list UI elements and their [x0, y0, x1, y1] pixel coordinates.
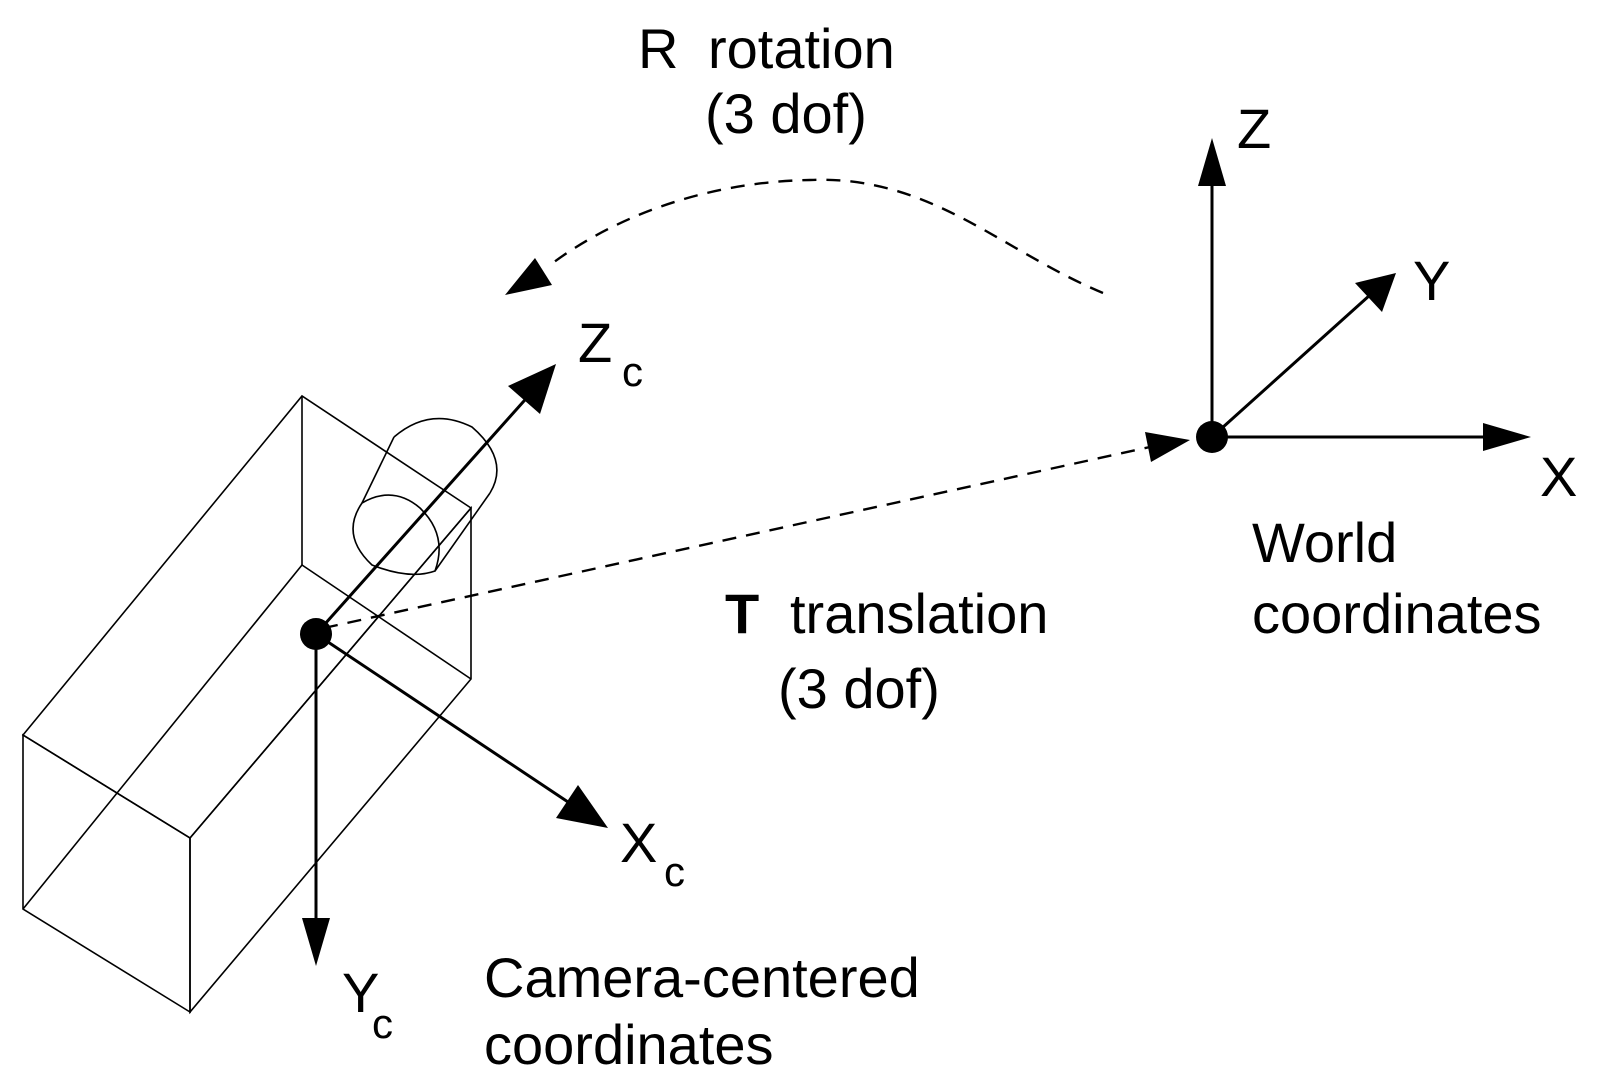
- camera-y-arrowhead: [302, 918, 330, 966]
- world-caption-line1: World: [1252, 511, 1397, 574]
- camera-axes: [300, 364, 608, 966]
- rotation-label: rotation: [708, 17, 895, 80]
- world-y-arrowhead: [1355, 273, 1396, 312]
- translation-arrow: [323, 432, 1190, 630]
- world-axes: [1196, 138, 1531, 453]
- world-origin-dot: [1196, 421, 1228, 453]
- rotation-arrowhead: [505, 258, 552, 295]
- camera-origin-dot: [300, 618, 332, 650]
- world-x-label: X: [1540, 445, 1577, 508]
- rotation-arrow: [505, 178, 1104, 295]
- translation-symbol: T: [725, 582, 759, 645]
- world-y-axis: [1210, 293, 1372, 439]
- camera-caption-line1: Camera-centered: [484, 946, 920, 1009]
- world-z-label: Z: [1237, 97, 1271, 160]
- camera-x-axis: [315, 632, 581, 812]
- translation-arrowhead: [1145, 432, 1190, 462]
- rotation-dof: (3 dof): [705, 82, 867, 145]
- translation-dof: (3 dof): [778, 657, 940, 720]
- world-z-arrowhead: [1198, 138, 1226, 186]
- camera-body: [21, 394, 473, 1015]
- world-y-label: Y: [1413, 249, 1450, 312]
- camera-z-arrowhead: [508, 364, 556, 414]
- camera-caption-line2: coordinates: [484, 1013, 774, 1074]
- rotation-symbol: R: [638, 17, 678, 80]
- camera-lens: [352, 417, 498, 576]
- world-caption-line2: coordinates: [1252, 582, 1542, 645]
- camera-z-axis: [314, 391, 534, 635]
- translation-label: translation: [790, 582, 1048, 645]
- camera-y-label: Yc: [342, 961, 393, 1047]
- camera-x-arrowhead: [556, 785, 608, 828]
- world-x-arrowhead: [1483, 423, 1531, 451]
